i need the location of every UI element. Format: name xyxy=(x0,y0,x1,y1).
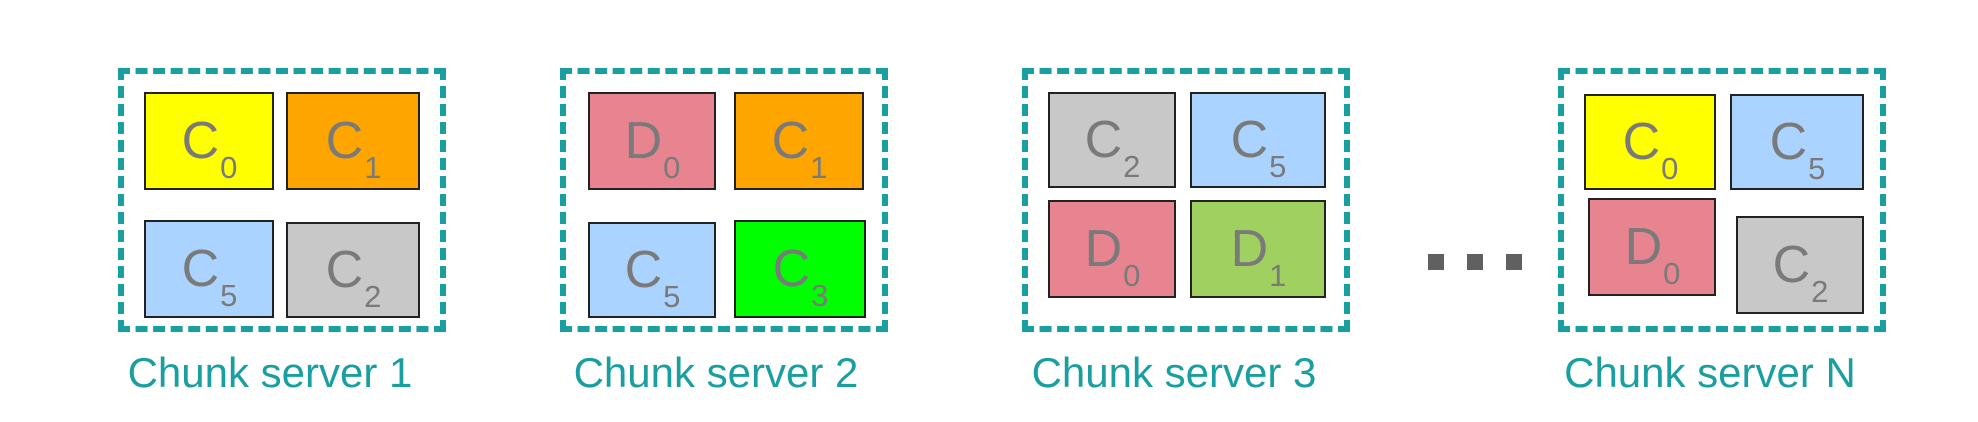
chunk-server-n-box: C0 C5 D0 C2 xyxy=(1558,68,1886,332)
chunk-c0: C0 xyxy=(144,92,274,190)
chunk-c0: C0 xyxy=(1584,94,1716,190)
chunk-c5: C5 xyxy=(588,222,716,318)
chunk-server-2-box: D0 C1 C5 C3 xyxy=(560,68,888,332)
server-label-3: Chunk server 3 xyxy=(1031,349,1317,396)
chunk-c1: C1 xyxy=(286,92,420,190)
chunk-c2: C2 xyxy=(286,222,420,318)
ellipsis-dot xyxy=(1467,254,1483,270)
chunk-c5: C5 xyxy=(144,220,274,318)
chunk-c1: C1 xyxy=(734,92,864,190)
server-label-n: Chunk server N xyxy=(1564,349,1856,396)
chunk-d0: D0 xyxy=(1048,200,1176,298)
chunk-c2: C2 xyxy=(1048,92,1176,188)
chunk-c5: C5 xyxy=(1730,94,1864,190)
ellipsis-dot xyxy=(1506,254,1522,270)
ellipsis-dot xyxy=(1428,254,1444,270)
chunk-c2: C2 xyxy=(1736,216,1864,314)
chunk-d0: D0 xyxy=(588,92,716,190)
chunk-c5: C5 xyxy=(1190,92,1326,188)
chunk-d0: D0 xyxy=(1588,198,1716,296)
server-label-2: Chunk server 2 xyxy=(573,349,859,396)
server-label-1: Chunk server 1 xyxy=(127,349,413,396)
chunk-server-3-box: C2 C5 D0 D1 xyxy=(1022,68,1350,332)
chunk-d1: D1 xyxy=(1190,200,1326,298)
more-servers-ellipsis xyxy=(1428,254,1522,270)
chunk-c3: C3 xyxy=(734,220,866,318)
chunk-server-1-box: C0 C1 C5 C2 xyxy=(118,68,446,332)
